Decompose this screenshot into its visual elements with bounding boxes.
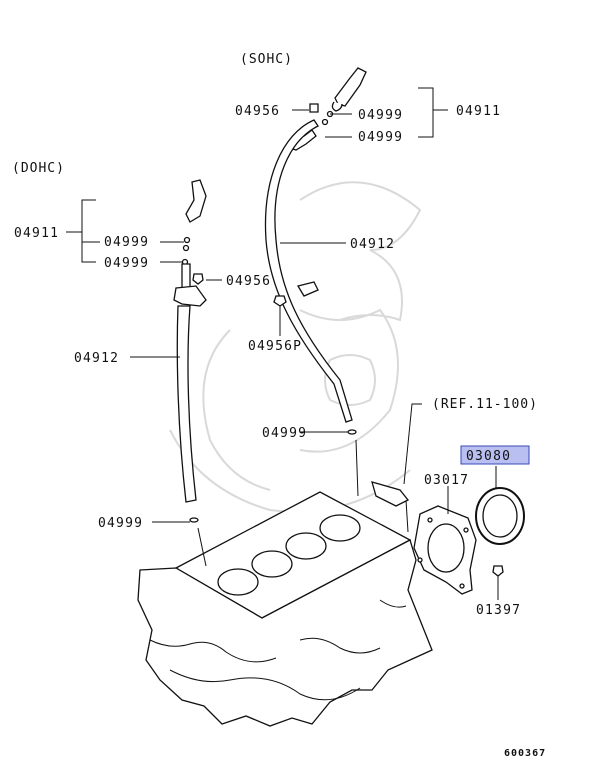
sohc-header: (SOHC) — [240, 52, 293, 67]
label-bolt-01397: 01397 — [476, 603, 521, 618]
label-sohc-04999-a: 04999 — [358, 108, 403, 123]
highlight-box-03080 — [460, 445, 530, 465]
label-seal-03080[interactable]: 03080 — [466, 449, 511, 464]
label-dohc-04999-low: 04999 — [98, 516, 143, 531]
label-dohc-04911: 04911 — [14, 226, 59, 241]
label-case-03017: 03017 — [424, 473, 469, 488]
reference-label: (REF.11-100) — [432, 397, 538, 412]
label-sohc-04956p: 04956P — [248, 339, 302, 354]
label-sohc-04912: 04912 — [350, 237, 395, 252]
label-sohc-04956: 04956 — [235, 104, 280, 119]
rear-crankcase-parts — [371, 403, 525, 600]
dohc-dipstick-assembly — [173, 179, 207, 523]
diagram-code: 600367 — [504, 748, 546, 759]
dohc-header: (DOHC) — [12, 161, 65, 176]
label-dohc-04999-a: 04999 — [104, 235, 149, 250]
label-dohc-04956: 04956 — [226, 274, 271, 289]
sohc-leaders — [279, 87, 448, 433]
engine-block — [137, 439, 433, 727]
dohc-leaders — [66, 199, 222, 523]
label-sohc-04911: 04911 — [456, 104, 501, 119]
label-dohc-04912: 04912 — [74, 351, 119, 366]
label-sohc-04999-b: 04999 — [358, 130, 403, 145]
sohc-dipstick-assembly — [264, 67, 367, 435]
label-sohc-04999-low: 04999 — [262, 426, 307, 441]
label-dohc-04999-b: 04999 — [104, 256, 149, 271]
watermark-emblem — [169, 181, 422, 513]
